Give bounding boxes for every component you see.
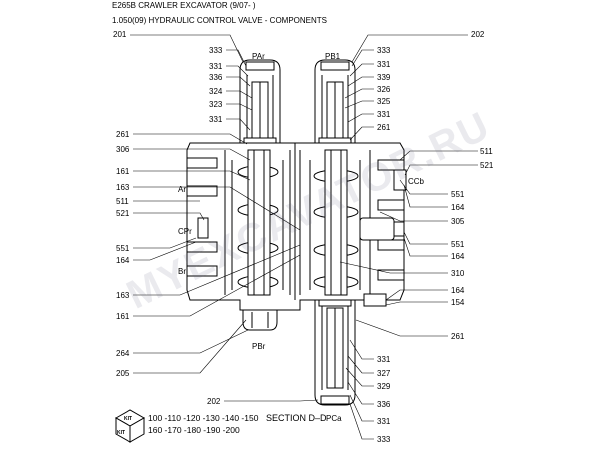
- part-label: 511: [116, 197, 129, 206]
- part-label: 339: [377, 73, 391, 82]
- part-label: 511: [480, 147, 493, 156]
- part-label: 164: [116, 256, 130, 265]
- part-label: 551: [451, 240, 465, 249]
- part-label: 327: [377, 369, 391, 378]
- kit-range-line2: 160 -170 -180 -190 -200: [148, 425, 240, 435]
- part-label: 551: [116, 244, 130, 253]
- part-label: 331: [377, 110, 391, 119]
- part-label: 325: [377, 97, 391, 106]
- cap-bottom-right: [314, 299, 356, 406]
- port-label-br: Br: [178, 267, 186, 276]
- part-label: 521: [116, 209, 130, 218]
- part-label: 329: [377, 382, 391, 391]
- port-label-pb1: PB1: [325, 52, 341, 61]
- part-label: 333: [377, 435, 391, 444]
- cap-top-left: [239, 59, 281, 144]
- leader-lines: [130, 34, 478, 440]
- part-label: 521: [480, 161, 494, 170]
- port-label-pca: PCa: [326, 414, 342, 423]
- part-label: 326: [377, 85, 391, 94]
- diagram-title: E265B CRAWLER EXCAVATOR (9/07- ): [112, 1, 256, 10]
- part-label: 336: [209, 73, 223, 82]
- part-label: 164: [451, 252, 465, 261]
- port-label-pbr: PBr: [252, 342, 266, 351]
- part-label: 331: [377, 355, 391, 364]
- diagram-subtitle: 1.050(09) HYDRAULIC CONTROL VALVE - COMP…: [112, 16, 328, 25]
- part-label: 202: [207, 397, 221, 406]
- part-label: 205: [116, 369, 130, 378]
- part-label: 261: [116, 130, 130, 139]
- part-label: 154: [451, 298, 465, 307]
- cap-top-right: [314, 59, 356, 144]
- part-label: 261: [451, 332, 465, 341]
- port-label-ar: Ar: [178, 185, 186, 194]
- valve-body: [186, 142, 407, 311]
- part-label: 305: [451, 217, 465, 226]
- part-label: 164: [451, 203, 465, 212]
- part-label: 331: [377, 60, 391, 69]
- part-label: 306: [116, 145, 130, 154]
- port-label-par: PAr: [252, 52, 265, 61]
- part-label: 331: [209, 115, 223, 124]
- part-label: 202: [471, 30, 485, 39]
- port-label-ccb: CCb: [408, 177, 425, 186]
- part-label: 333: [377, 46, 391, 55]
- part-label: 323: [209, 100, 223, 109]
- kit-icon-label: KIT: [124, 416, 132, 422]
- cap-bottom-left: [242, 309, 278, 331]
- part-label: 331: [377, 417, 391, 426]
- part-label: 551: [451, 190, 465, 199]
- part-label: 261: [377, 123, 391, 132]
- part-label: 163: [116, 183, 130, 192]
- kit-icon: [114, 409, 146, 443]
- port-label-cpr: CPr: [178, 227, 192, 236]
- part-label: 161: [116, 167, 130, 176]
- part-label: 163: [116, 291, 130, 300]
- part-label: 201: [113, 30, 127, 39]
- part-label: 336: [377, 400, 391, 409]
- part-label: 324: [209, 87, 223, 96]
- part-label: 331: [209, 62, 223, 71]
- kit-range-line1: 100 -110 -120 -130 -140 -150: [148, 413, 259, 423]
- part-label: 310: [451, 269, 465, 278]
- kit-icon-label: KIT: [117, 430, 125, 436]
- section-label: SECTION D–D: [266, 413, 327, 423]
- part-label: 264: [116, 349, 130, 358]
- part-label: 161: [116, 312, 130, 321]
- part-label: 333: [209, 46, 223, 55]
- part-label: 164: [451, 286, 465, 295]
